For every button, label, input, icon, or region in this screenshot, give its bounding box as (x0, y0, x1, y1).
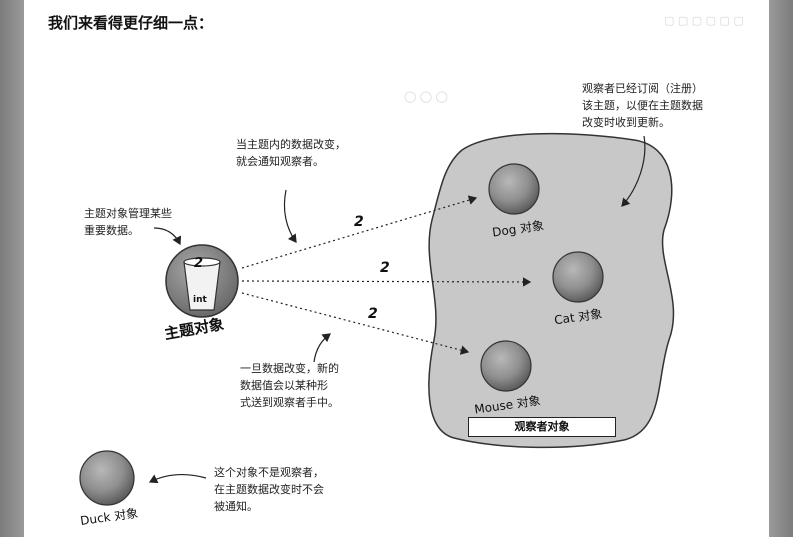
note-subject-manages: 主题对象管理某些 重要数据。 (84, 205, 172, 239)
arrow-value-dog: 2 (354, 214, 364, 230)
int-cup-icon (183, 257, 221, 311)
note-line: 主题对象管理某些 (84, 207, 172, 220)
arrow-to-dog (241, 195, 478, 269)
note-line: 观察者已经订阅（注册） (582, 82, 703, 95)
mouse-ball (480, 340, 532, 392)
bleed-through: ▢ ▢ ▢ ▢ ▢ ▢ (664, 14, 744, 27)
note-line: 在主题数据改变时不会 (214, 483, 324, 496)
callout-arrow-changes (283, 189, 297, 243)
cup-value: 2 (194, 256, 204, 271)
note-line: 重要数据。 (84, 224, 139, 237)
note-line: 数据值会以某种形 (240, 379, 328, 392)
cup-type-label: int (193, 295, 207, 305)
note-line: 改变时收到更新。 (582, 116, 670, 129)
note-line: 当主题内的数据改变， (236, 138, 346, 151)
arrow-to-cat (241, 277, 532, 287)
arrow-value-cat: 2 (380, 260, 390, 276)
arrow-value-mouse: 2 (368, 306, 378, 322)
page-heading: 我们来看得更仔细一点： (48, 14, 214, 32)
bleed-through: ◯ ◯ ◯ (404, 90, 448, 103)
diagram-art (79, 132, 675, 506)
note-line: 式送到观察者手中。 (240, 396, 339, 409)
note-line: 这个对象不是观察者， (214, 466, 324, 479)
note-line: 就会通知观察者。 (236, 155, 324, 168)
note-new-value-sent: 一旦数据改变，新的 数据值会以某种形 式送到观察者手中。 (240, 360, 339, 411)
page-edge-right (769, 0, 793, 537)
duck-ball (79, 450, 135, 506)
callout-arrow-registered (621, 135, 646, 207)
dog-ball (488, 163, 540, 215)
book-page: ▢ ▢ ▢ ▢ ▢ ▢ ◯ ◯ ◯ 我们来看得更仔细一点： (24, 0, 769, 537)
note-subject-changes: 当主题内的数据改变， 就会通知观察者。 (236, 136, 346, 170)
callout-arrow-newvalue (313, 333, 331, 363)
note-observers-registered: 观察者已经订阅（注册） 该主题，以便在主题数据 改变时收到更新。 (582, 80, 703, 131)
note-line: 一旦数据改变，新的 (240, 362, 339, 375)
callout-arrow-duck (148, 473, 207, 484)
note-line: 该主题，以便在主题数据 (582, 99, 703, 112)
callout-arrow-subject (153, 227, 182, 246)
cat-ball (552, 251, 604, 303)
note-line: 被通知。 (214, 500, 258, 513)
arrow-to-mouse (241, 292, 470, 355)
observer-group-blob (428, 132, 675, 449)
observer-group-label: 观察者对象 (468, 417, 616, 437)
note-duck-not-observer: 这个对象不是观察者， 在主题数据改变时不会 被通知。 (214, 464, 324, 515)
page-edge-left (0, 0, 24, 537)
